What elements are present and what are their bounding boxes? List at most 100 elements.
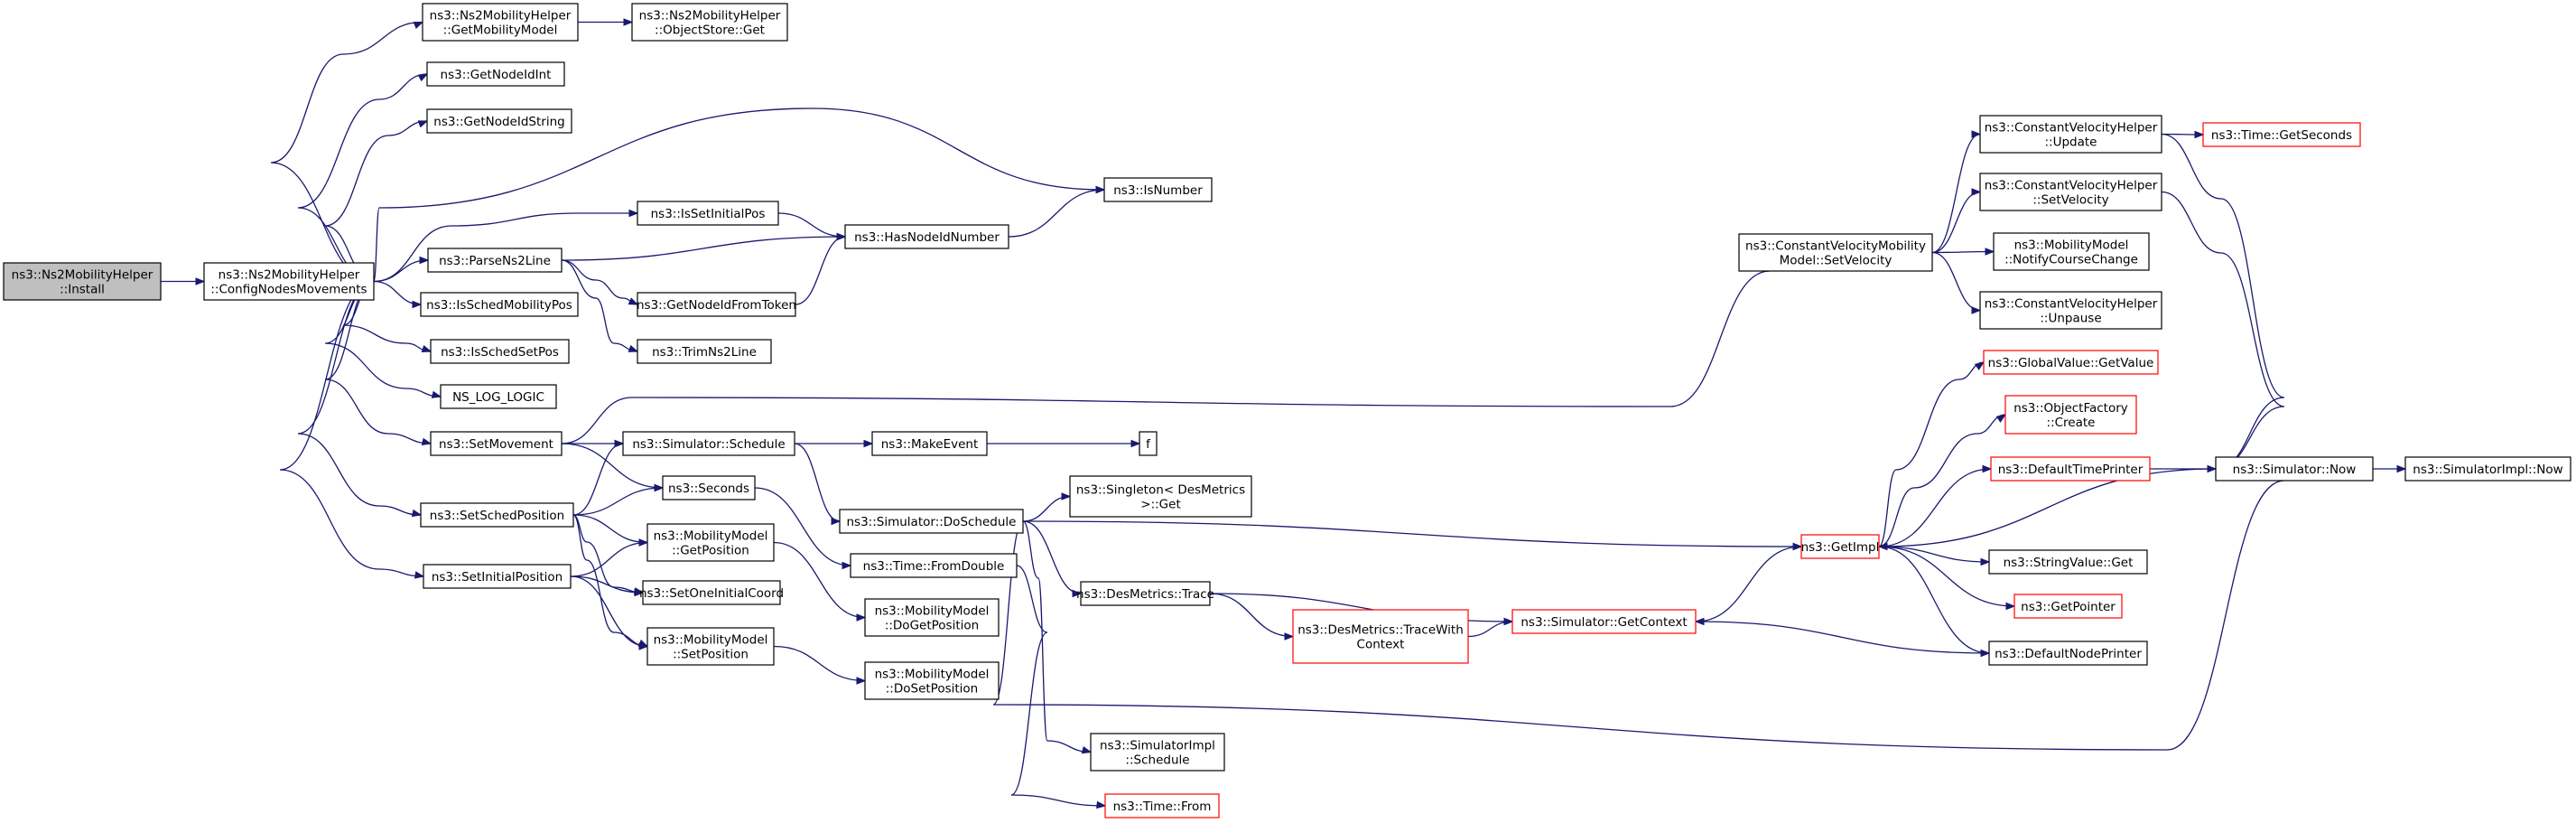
node-nodeidint[interactable]: ns3::GetNodeIdInt [426, 61, 565, 87]
node-destrace[interactable]: ns3::DesMetrics::Trace [1076, 581, 1214, 606]
node-setsched[interactable]: ns3::SetSchedPosition [420, 502, 574, 528]
arrowhead [1503, 617, 1514, 626]
node-getmob[interactable]: ns3::Ns2MobilityHelper::GetMobilityModel [422, 3, 579, 42]
node-issetinit[interactable]: ns3::IsSetInitialPos [637, 201, 779, 226]
node-label: ::Install [60, 283, 105, 297]
arrowhead [842, 561, 852, 570]
arrowhead [1792, 542, 1803, 551]
node-isnumber[interactable]: ns3::IsNumber [1103, 177, 1213, 202]
node-mmsetpos[interactable]: ns3::MobilityModel::SetPosition [646, 627, 775, 666]
node-cvmsetvel[interactable]: ns3::ConstantVelocityMobilityModel::SetV… [1738, 233, 1933, 272]
node-box [622, 431, 795, 456]
arrowhead [2396, 464, 2407, 473]
node-unpause[interactable]: ns3::ConstantVelocityHelper::Unpause [1979, 291, 2162, 330]
edge-line [1695, 621, 1990, 654]
arrowhead [421, 344, 432, 353]
edge-line [1878, 361, 1985, 547]
edge-config-to-issetinit [373, 209, 639, 283]
edge-line [561, 251, 1771, 444]
edge-line [373, 108, 1104, 283]
node-isschedmob[interactable]: ns3::IsSchedMobilityPos [420, 292, 579, 317]
edge-line [794, 443, 841, 522]
node-doschedule[interactable]: ns3::Simulator::DoSchedule [839, 509, 1024, 534]
node-simnow[interactable]: ns3::Simulator::Now [2215, 456, 2374, 482]
node-getsecs[interactable]: ns3::Time::GetSeconds [2202, 122, 2361, 147]
node-label: ::Create [2047, 416, 2096, 430]
node-box [1738, 233, 1933, 272]
node-getptr[interactable]: ns3::GetPointer [2013, 594, 2123, 619]
node-f[interactable]: f [1139, 431, 1158, 456]
node-getimpl[interactable]: ns3::GetImpl [1800, 534, 1880, 559]
node-label: ::DoSetPosition [886, 682, 978, 697]
node-box [430, 431, 563, 456]
node-mmdogetpos[interactable]: ns3::MobilityModel::DoGetPosition [864, 598, 1000, 637]
node-timefrom[interactable]: ns3::Time::From [1104, 793, 1220, 818]
node-box [662, 475, 756, 500]
node-seconds[interactable]: ns3::Seconds [662, 475, 756, 500]
node-label: ::Update [2045, 136, 2097, 150]
node-install[interactable]: ns3::Ns2MobilityHelper::Install [3, 262, 162, 301]
edge-parse-to-hasnodeid [561, 232, 847, 261]
arrowhead [628, 209, 639, 218]
node-cvhsetvel[interactable]: ns3::ConstantVelocityHelper::SetVelocity [1979, 173, 2162, 211]
node-box [2004, 395, 2137, 435]
node-trim[interactable]: ns3::TrimNs2Line [637, 339, 772, 364]
node-implnow[interactable]: ns3::SimulatorImpl::Now [2404, 456, 2571, 482]
node-label: ::ConfigNodesMovements [210, 283, 367, 297]
node-setone[interactable]: ns3::SetOneInitialCoord [639, 580, 784, 605]
edge-line [342, 280, 432, 352]
node-deftime[interactable]: ns3::DefaultTimePrinter [1990, 456, 2151, 482]
node-label: ::SetPosition [673, 648, 749, 662]
arrowhead [421, 437, 432, 445]
node-fromdouble[interactable]: ns3::Time::FromDouble [850, 553, 1018, 578]
node-getnodetok[interactable]: ns3::GetNodeIdFromToken [637, 292, 796, 317]
node-box [1139, 431, 1158, 456]
node-cvhupdate[interactable]: ns3::ConstantVelocityHelper::Update [1979, 115, 2162, 154]
node-label: ns3::Ns2MobilityHelper [219, 268, 360, 283]
node-implsched[interactable]: ns3::SimulatorImpl::Schedule [1090, 733, 1225, 772]
node-hasnodeid[interactable]: ns3::HasNodeIdNumber [844, 224, 1009, 249]
edge-setinitpos-to-setone [570, 575, 645, 597]
node-mmdosetpos[interactable]: ns3::MobilityModel::DoSetPosition [864, 661, 1000, 700]
node-box [1800, 534, 1880, 559]
node-box [646, 523, 775, 562]
node-parse[interactable]: ns3::ParseNs2Line [427, 248, 563, 273]
edge-parse-to-getnodetok [561, 259, 639, 305]
edge-simnow-to-getimpl [1877, 468, 2217, 551]
edge-getimpl-to-objfactory [1878, 414, 2007, 547]
arrowhead [628, 297, 639, 305]
node-nslog[interactable]: NS_LOG_LOGIC [440, 384, 557, 409]
edge-line [754, 487, 851, 566]
node-getcontext[interactable]: ns3::Simulator::GetContext [1511, 609, 1697, 634]
node-setinitpos[interactable]: ns3::SetInitialPosition [423, 564, 572, 589]
node-nodeidstr[interactable]: ns3::GetNodeIdString [426, 108, 572, 134]
node-objstore[interactable]: ns3::Ns2MobilityHelper::ObjectStore::Get [631, 3, 788, 42]
node-label: ns3::SimulatorImpl::Now [2413, 463, 2562, 477]
node-label: ns3::Ns2MobilityHelper [639, 9, 781, 23]
node-label: ns3::ConstantVelocityMobility [1745, 239, 1926, 254]
edge-getmob-to-objstore [578, 18, 634, 26]
node-makeevent[interactable]: ns3::MakeEvent [871, 431, 988, 456]
node-box [420, 292, 579, 317]
node-isschedset[interactable]: ns3::IsSchedSetPos [430, 339, 570, 364]
node-globalval[interactable]: ns3::GlobalValue::GetValue [1983, 350, 2159, 375]
node-defnode[interactable]: ns3::DefaultNodePrinter [1988, 641, 2148, 666]
arrowhead [1095, 185, 1106, 194]
node-label: ns3::GetNodeIdString [433, 115, 564, 129]
node-notify[interactable]: ns3::MobilityModel::NotifyCourseChange [1993, 232, 2150, 271]
node-singleton[interactable]: ns3::Singleton< DesMetrics>::Get [1069, 475, 1252, 518]
node-config[interactable]: ns3::Ns2MobilityHelper::ConfigNodesMovem… [203, 262, 375, 301]
node-box [2215, 456, 2374, 482]
node-strget[interactable]: ns3::StringValue::Get [1988, 549, 2148, 575]
node-label: ns3::Simulator::GetContext [1520, 615, 1687, 630]
node-box [1090, 733, 1225, 772]
node-mmgetpos[interactable]: ns3::MobilityModel::GetPosition [646, 523, 775, 562]
edge-destrace-to-tracewith [1209, 593, 1295, 641]
node-simsched[interactable]: ns3::Simulator::Schedule [622, 431, 795, 456]
edge-getimpl-to-defnode [1878, 546, 1991, 658]
arrowhead [836, 232, 847, 241]
node-objfactory[interactable]: ns3::ObjectFactory::Create [2004, 395, 2137, 435]
node-setmove[interactable]: ns3::SetMovement [430, 431, 563, 456]
node-label: ns3::MobilityModel [875, 668, 990, 682]
